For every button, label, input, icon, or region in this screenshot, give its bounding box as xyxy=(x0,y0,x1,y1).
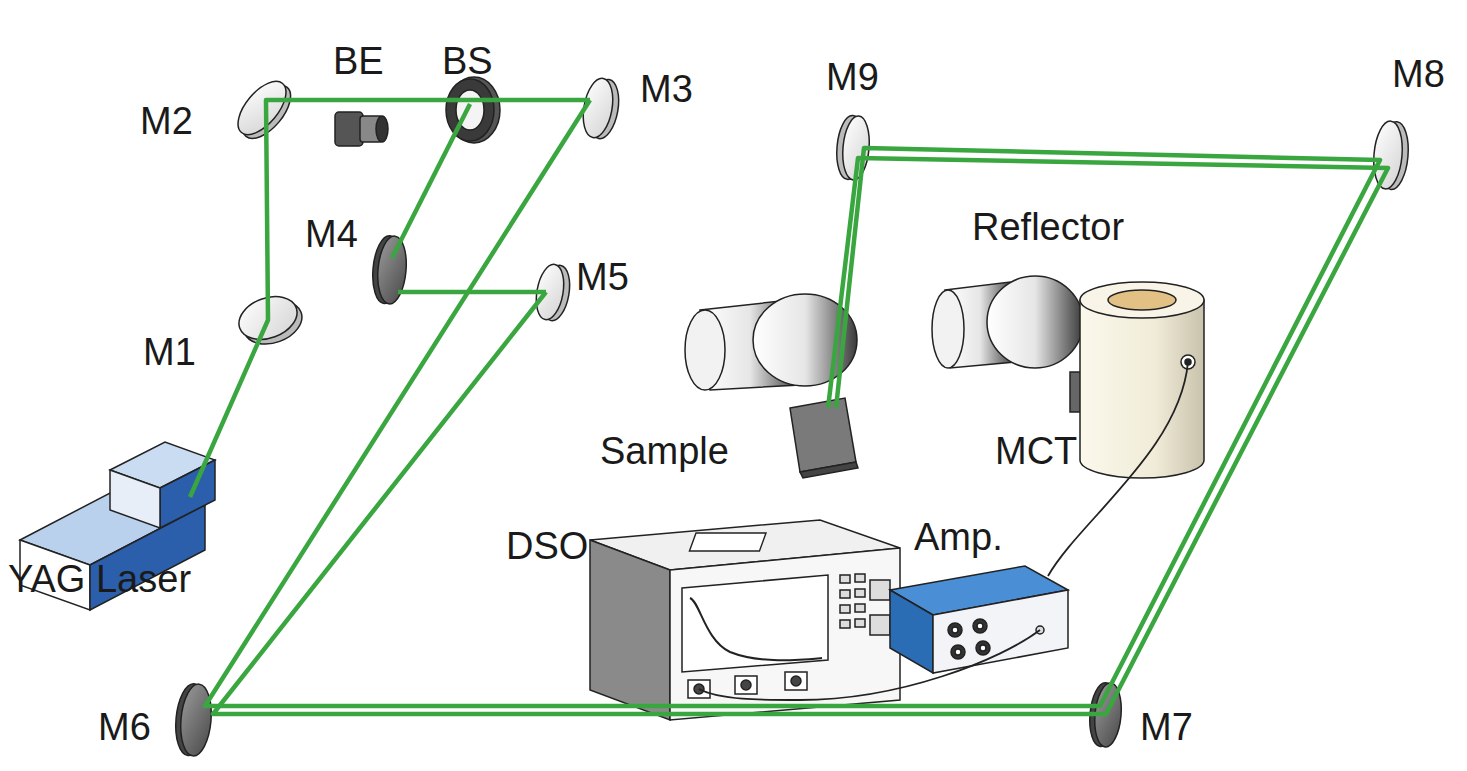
part-label: Sample xyxy=(600,432,729,470)
part-label: MCT xyxy=(995,432,1077,470)
amplifier-symbol xyxy=(890,566,1068,673)
part-label: DSO xyxy=(506,527,588,565)
part-label: Reflector xyxy=(972,208,1124,246)
part-label: BS xyxy=(442,42,493,80)
part-label: M9 xyxy=(826,58,879,96)
part-label: M6 xyxy=(98,708,151,746)
mirror-symbol xyxy=(173,73,1411,757)
part-label: M4 xyxy=(305,215,358,253)
part-label: M8 xyxy=(1392,55,1445,93)
part-label: YAG Laser xyxy=(8,560,191,598)
laser-beam xyxy=(190,100,1388,714)
part-label: M5 xyxy=(576,258,629,296)
part-label: M1 xyxy=(143,333,196,371)
reflector-symbol xyxy=(932,276,1092,412)
part-label: BE xyxy=(333,42,384,80)
signal-cable xyxy=(699,630,1040,700)
part-label: Amp. xyxy=(914,518,1003,556)
part-label: M3 xyxy=(640,70,693,108)
oscilloscope-symbol xyxy=(590,520,900,720)
part-label: M7 xyxy=(1140,708,1193,746)
beam-expander xyxy=(335,112,388,146)
part-label: M2 xyxy=(140,102,193,140)
